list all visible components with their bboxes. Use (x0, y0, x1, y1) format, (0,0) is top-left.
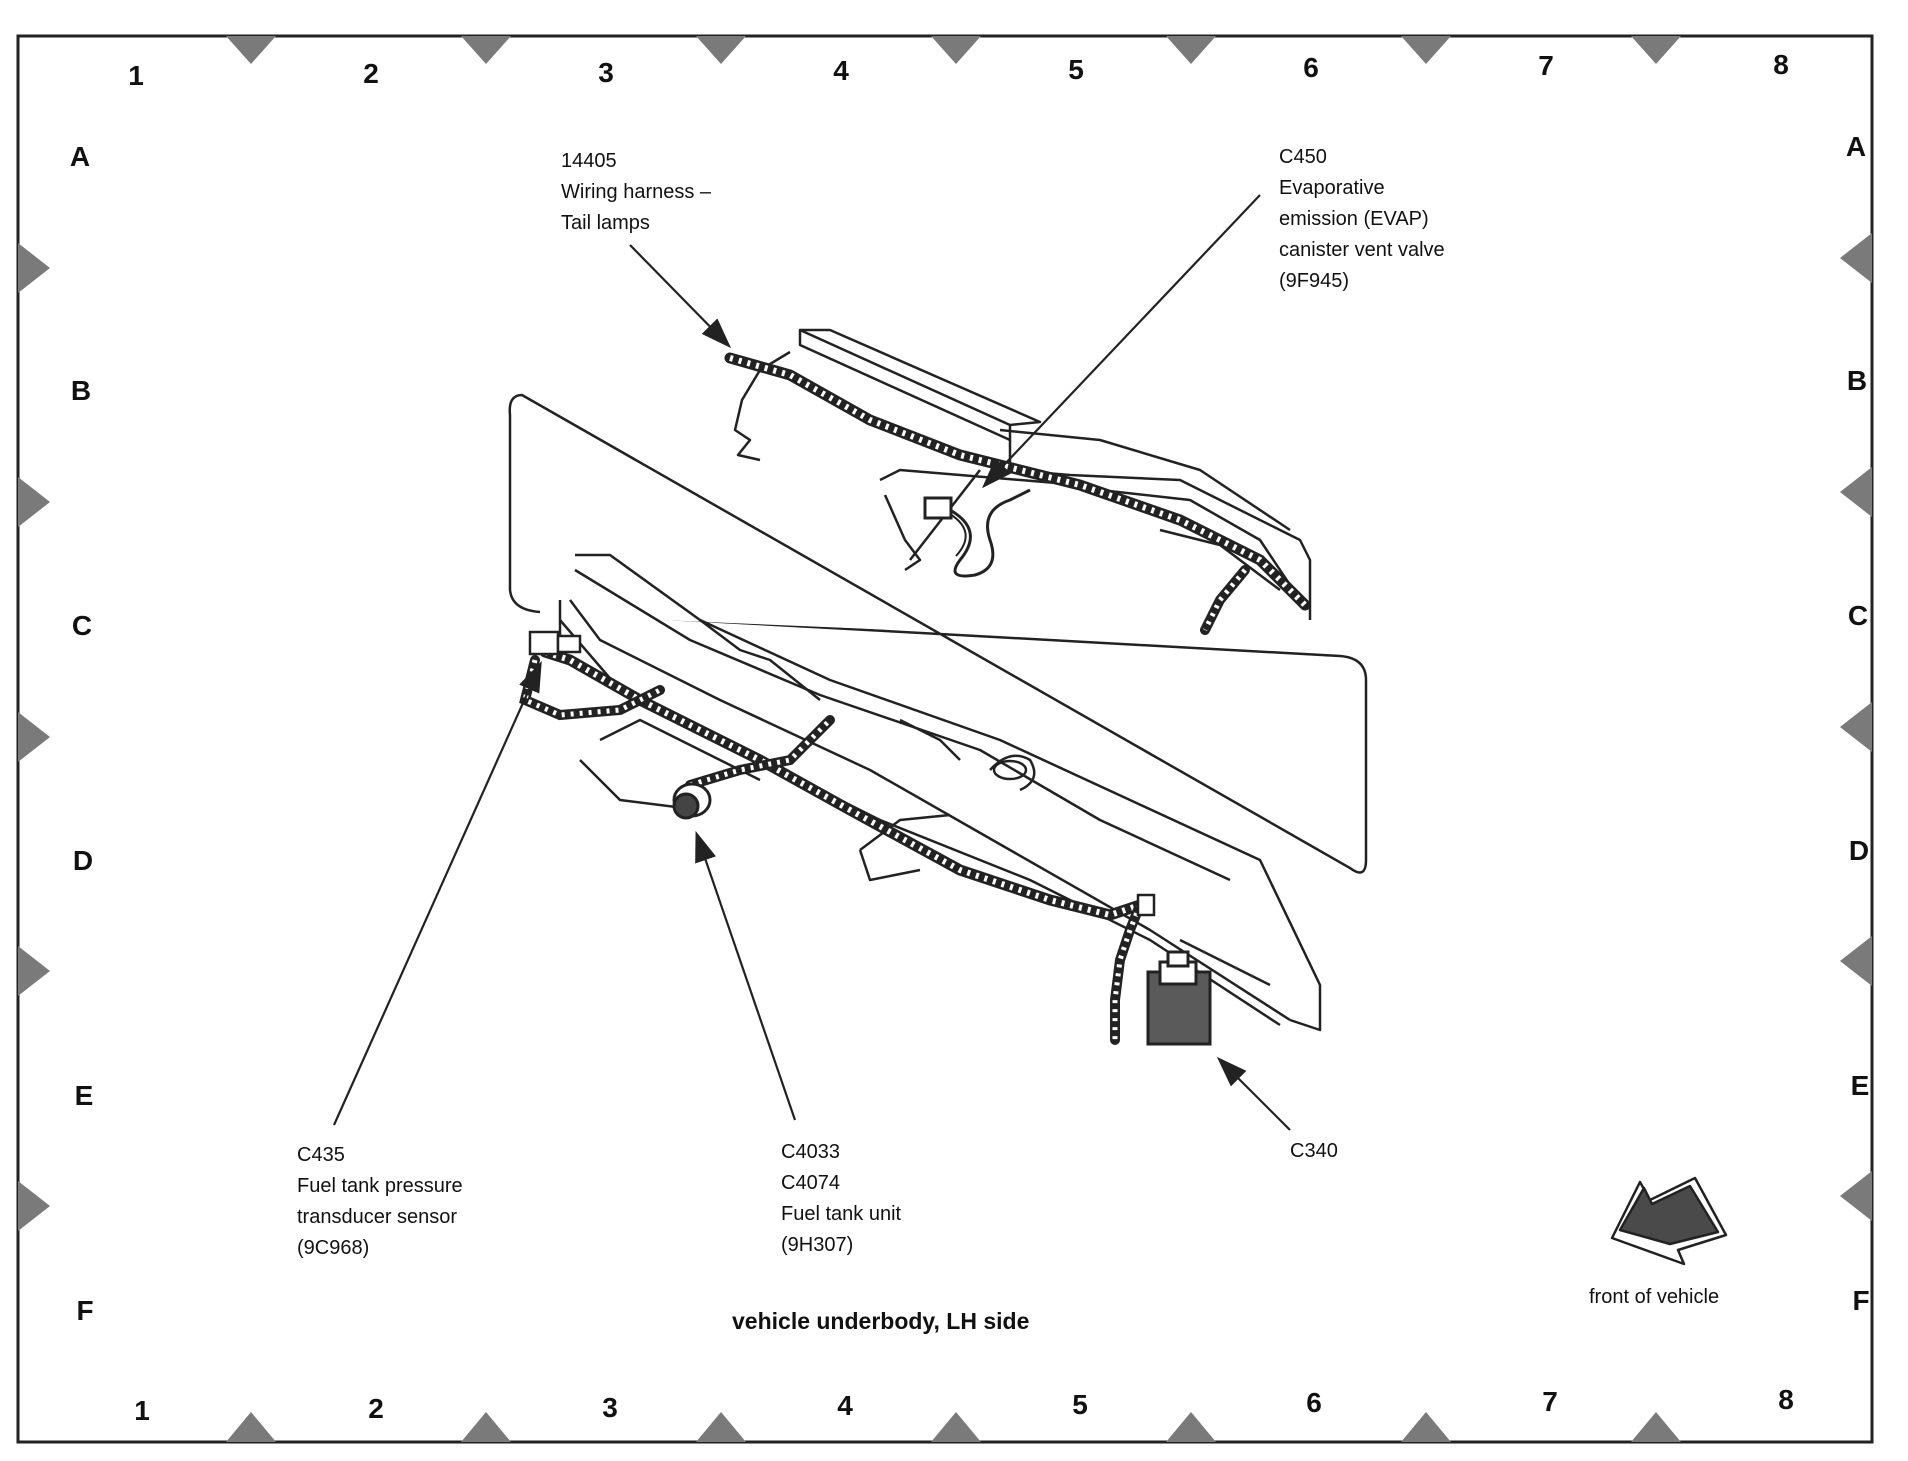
grid-row-right-e: E (1850, 1070, 1870, 1101)
grid-row-left-e: E (74, 1080, 94, 1111)
callout-line: C340 (1290, 1140, 1338, 1162)
grid-col-top-2: 2 (363, 58, 379, 89)
upper-frame-rail (733, 328, 1312, 620)
grid-col-top-6: 6 (1303, 52, 1319, 83)
grid-col-bottom-5: 5 (1072, 1389, 1088, 1420)
callout-line: C435 (297, 1144, 345, 1166)
leader-c340 (1216, 1056, 1291, 1131)
diagram-caption: vehicle underbody, LH side (732, 1308, 1030, 1334)
callout-evap-vent-valve: C450 Evaporative emission (EVAP) caniste… (1279, 142, 1445, 297)
grid-col-top-8: 8 (1773, 49, 1789, 80)
leader-pressure-sensor (332, 660, 542, 1126)
callout-line: transducer sensor (297, 1206, 458, 1228)
grid-row-right-f: F (1852, 1285, 1870, 1316)
callout-line: Wiring harness – (561, 181, 712, 203)
callout-fuel-tank-pressure-sensor: C435 Fuel tank pressure transducer senso… (297, 1140, 463, 1264)
lower-harness (539, 646, 1146, 921)
front-of-vehicle-label: front of vehicle (1589, 1286, 1720, 1308)
grid-col-bottom-7: 7 (1542, 1386, 1558, 1417)
grid-col-top-1: 1 (128, 60, 144, 91)
top-register-marks (226, 36, 1681, 64)
grid-row-right-a: A (1845, 131, 1867, 162)
grid-row-right-d: D (1848, 835, 1870, 866)
leader-lines (332, 194, 1291, 1131)
grid-col-bottom-4: 4 (837, 1390, 853, 1421)
grid-row-left-d: D (72, 845, 94, 876)
grid-col-bottom-6: 6 (1306, 1387, 1322, 1418)
callout-fuel-tank-unit: C4033 C4074 Fuel tank unit (9H307) (781, 1137, 901, 1261)
grid-row-left-a: A (69, 141, 91, 172)
callout-line: C4074 (781, 1172, 840, 1194)
leader-evap (981, 194, 1261, 489)
grid-row-right-b: B (1846, 365, 1868, 396)
callout-line: Fuel tank pressure (297, 1175, 463, 1197)
leader-tail-lamps (629, 244, 732, 349)
callout-line: Evaporative (1279, 177, 1385, 199)
grid-col-top-7: 7 (1538, 50, 1554, 81)
cutaway-panel (508, 393, 1368, 874)
grid-col-bottom-1: 1 (134, 1395, 150, 1426)
callout-line: emission (EVAP) (1279, 208, 1429, 230)
grid-col-top-4: 4 (833, 55, 849, 86)
front-of-vehicle-arrow-icon (1610, 1176, 1728, 1266)
grid-row-left-f: F (76, 1295, 94, 1326)
leader-fuel-tank-unit (695, 830, 797, 1121)
callout-line: C450 (1279, 146, 1327, 168)
fuel-tank-unit-connector (672, 782, 712, 820)
callout-line: 14405 (561, 150, 617, 172)
callout-line: Tail lamps (561, 212, 650, 234)
callout-line: (9C968) (297, 1237, 370, 1259)
pressure-sensor-connector (528, 630, 582, 656)
left-register-marks (18, 243, 50, 1231)
callout-line: (9F945) (1279, 270, 1350, 292)
callout-tail-lamps-harness: 14405 Wiring harness – Tail lamps (561, 146, 711, 239)
right-register-marks (1840, 233, 1872, 1221)
c340-connector (1146, 950, 1212, 1046)
callout-line: C4033 (781, 1141, 840, 1163)
callout-line: (9H307) (781, 1234, 854, 1256)
grid-row-right-c: C (1847, 600, 1869, 631)
grid-col-bottom-8: 8 (1778, 1384, 1794, 1415)
grid-col-top-5: 5 (1068, 54, 1084, 85)
grid-col-bottom-2: 2 (368, 1393, 384, 1424)
evap-connector-coil (923, 488, 1031, 578)
bottom-register-marks (226, 1412, 1681, 1442)
grid-row-left-c: C (71, 610, 93, 641)
callout-c340: C340 (1290, 1136, 1338, 1167)
grid-row-left-b: B (70, 375, 92, 406)
callout-line: Fuel tank unit (781, 1203, 902, 1225)
upper-harness (724, 352, 1311, 611)
grid-col-top-3: 3 (598, 57, 614, 88)
grid-col-bottom-3: 3 (602, 1392, 618, 1423)
callout-line: canister vent valve (1279, 239, 1445, 261)
